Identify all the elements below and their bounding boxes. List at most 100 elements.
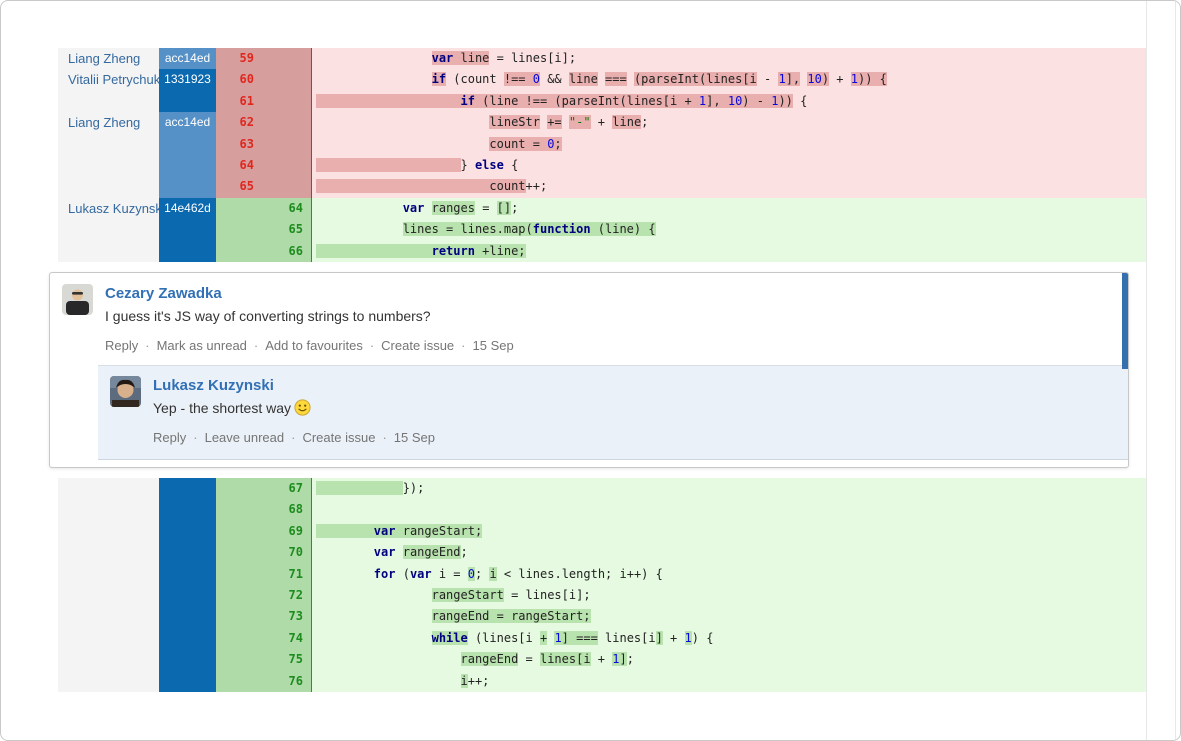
code-line[interactable]: });	[311, 478, 1146, 500]
line-number-gutter[interactable]: 61	[216, 90, 311, 113]
new-line-number[interactable]	[260, 48, 311, 69]
code-line[interactable]: if (line !== (parseInt(lines[i + 1], 10)…	[311, 90, 1146, 113]
code-line[interactable]: rangeEnd = lines[i + 1];	[311, 649, 1146, 671]
line-number-gutter[interactable]: 64	[216, 197, 311, 220]
old-line-number[interactable]	[216, 499, 260, 520]
line-number-gutter[interactable]: 68	[216, 499, 311, 521]
old-line-number[interactable]: 62	[239, 115, 254, 130]
line-number-gutter[interactable]: 75	[216, 649, 311, 671]
code-line[interactable]: while (lines[i + 1] === lines[i] + 1) {	[311, 627, 1146, 650]
code-line[interactable]: count++;	[311, 176, 1146, 198]
comment-timestamp[interactable]: 15 Sep	[393, 430, 435, 445]
new-line-number[interactable]	[260, 176, 311, 197]
code-line[interactable]: i++;	[311, 670, 1146, 692]
new-line-number[interactable]: 76	[288, 673, 303, 688]
avatar[interactable]	[110, 376, 141, 407]
new-line-number[interactable]	[260, 134, 311, 155]
new-line-number[interactable]	[260, 112, 311, 133]
create-issue-link[interactable]: Create issue	[302, 430, 376, 445]
code-line[interactable]	[311, 499, 1146, 521]
blame-author[interactable]: Liang Zheng	[58, 48, 159, 70]
line-number-gutter[interactable]: 70	[216, 542, 311, 564]
old-line-number[interactable]	[216, 606, 260, 627]
new-line-number[interactable]	[260, 69, 311, 90]
line-number-gutter[interactable]: 64	[216, 154, 311, 177]
old-line-number[interactable]: 60	[239, 72, 254, 87]
line-number-gutter[interactable]: 66	[216, 240, 311, 262]
old-line-number[interactable]	[216, 628, 260, 649]
comment-author[interactable]: Cezary Zawadka	[105, 285, 222, 302]
old-line-number[interactable]	[216, 521, 260, 542]
new-line-number[interactable]: 67	[288, 481, 303, 495]
blame-commit-hash[interactable]: 14e462d	[159, 197, 216, 220]
blame-author[interactable]: Lukasz Kuzynski	[58, 197, 159, 220]
code-line[interactable]: for (var i = 0; i < lines.length; i++) {	[311, 563, 1146, 585]
new-line-number[interactable]: 69	[288, 523, 303, 538]
new-line-number[interactable]: 74	[288, 630, 303, 645]
code-line[interactable]: rangeEnd = rangeStart;	[311, 606, 1146, 628]
line-number-gutter[interactable]: 65	[216, 176, 311, 198]
blame-commit-hash[interactable]: acc14ed	[159, 112, 216, 134]
old-line-number[interactable]	[216, 649, 260, 670]
new-line-number[interactable]: 68	[288, 502, 303, 517]
old-line-number[interactable]	[216, 542, 260, 563]
old-line-number[interactable]	[216, 564, 260, 585]
comment-author[interactable]: Lukasz Kuzynski	[153, 377, 274, 394]
code-line[interactable]: var ranges = [];	[311, 197, 1146, 220]
code-line[interactable]: lineStr += "-" + line;	[311, 112, 1146, 134]
new-line-number[interactable]: 66	[288, 243, 303, 258]
code-line[interactable]: var rangeStart;	[311, 520, 1146, 543]
blame-commit-hash[interactable]: acc14ed	[159, 48, 216, 70]
line-number-gutter[interactable]: 73	[216, 606, 311, 628]
old-line-number[interactable]	[216, 219, 260, 240]
new-line-number[interactable]: 65	[288, 222, 303, 237]
code-line[interactable]: lines = lines.map(function (line) {	[311, 219, 1146, 241]
comment-timestamp[interactable]: 15 Sep	[472, 338, 514, 353]
new-line-number[interactable]: 71	[288, 566, 303, 581]
line-number-gutter[interactable]: 76	[216, 670, 311, 692]
new-line-number[interactable]	[260, 155, 311, 176]
new-line-number[interactable]: 64	[288, 200, 303, 215]
old-line-number[interactable]	[216, 585, 260, 606]
new-line-number[interactable]: 70	[288, 545, 303, 560]
reply-link[interactable]: Reply	[153, 430, 187, 445]
code-line[interactable]: var rangeEnd;	[311, 542, 1146, 564]
blame-author[interactable]: Liang Zheng	[58, 112, 159, 134]
mark-unread-link[interactable]: Mark as unread	[156, 338, 247, 353]
add-favourites-link[interactable]: Add to favourites	[265, 338, 363, 353]
line-number-gutter[interactable]: 69	[216, 520, 311, 543]
old-line-number[interactable]	[216, 241, 260, 262]
code-line[interactable]: return +line;	[311, 240, 1146, 262]
reply-link[interactable]: Reply	[105, 338, 139, 353]
blame-commit-hash[interactable]: 1331923	[159, 69, 216, 91]
leave-unread-link[interactable]: Leave unread	[204, 430, 285, 445]
old-line-number[interactable]	[216, 671, 260, 692]
line-number-gutter[interactable]: 71	[216, 563, 311, 585]
line-number-gutter[interactable]: 74	[216, 627, 311, 650]
new-line-number[interactable]	[260, 91, 311, 112]
line-number-gutter[interactable]: 67	[216, 478, 311, 500]
old-line-number[interactable]	[216, 478, 260, 499]
blame-author[interactable]: Vitalii Petrychuk	[58, 69, 159, 91]
line-number-gutter[interactable]: 60	[216, 69, 311, 91]
code-line[interactable]: var line = lines[i];	[311, 48, 1146, 70]
line-number-gutter[interactable]: 59	[216, 48, 311, 70]
line-number-gutter[interactable]: 65	[216, 219, 311, 241]
code-line[interactable]: } else {	[311, 154, 1146, 177]
old-line-number[interactable]: 63	[239, 136, 254, 151]
create-issue-link[interactable]: Create issue	[381, 338, 455, 353]
new-line-number[interactable]: 72	[288, 587, 303, 602]
new-line-number[interactable]: 73	[288, 609, 303, 624]
old-line-number[interactable]	[216, 198, 260, 219]
old-line-number[interactable]: 59	[239, 51, 254, 65]
line-number-gutter[interactable]: 63	[216, 133, 311, 155]
line-number-gutter[interactable]: 62	[216, 112, 311, 134]
code-line[interactable]: rangeStart = lines[i];	[311, 584, 1146, 607]
old-line-number[interactable]: 64	[239, 157, 254, 172]
line-number-gutter[interactable]: 72	[216, 584, 311, 607]
avatar[interactable]	[62, 284, 93, 315]
old-line-number[interactable]: 65	[239, 179, 254, 194]
code-line[interactable]: count = 0;	[311, 133, 1146, 155]
code-line[interactable]: if (count !== 0 && line === (parseInt(li…	[311, 69, 1146, 91]
new-line-number[interactable]: 75	[288, 652, 303, 667]
